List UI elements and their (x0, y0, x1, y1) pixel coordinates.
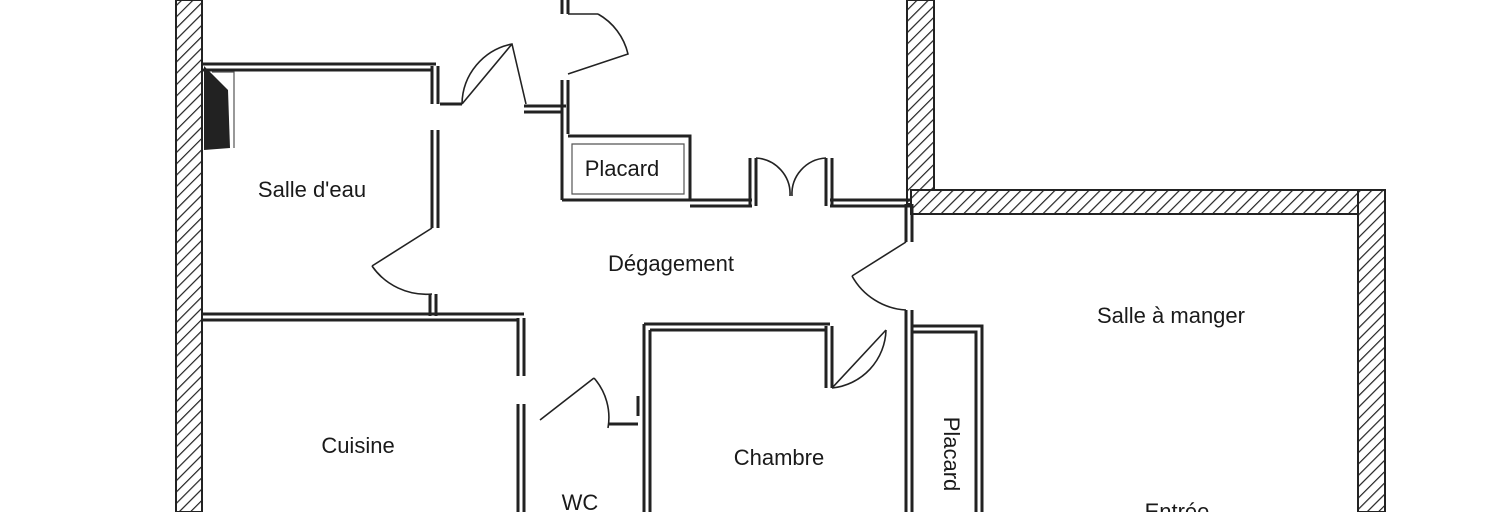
door-wc-arc (593, 377, 610, 429)
degagement-right-wall-lower (904, 310, 914, 336)
chambre-left-wall (642, 324, 652, 512)
label-cuisine: Cuisine (321, 433, 394, 458)
door-salle-deau (371, 227, 433, 267)
door-salle-deau-arc (371, 265, 433, 296)
doors (204, 13, 907, 429)
degagement-top-wall-right (830, 198, 910, 208)
label-degagement: Dégagement (608, 251, 734, 276)
exterior-walls (175, 0, 1386, 512)
chambre-top-door-jamb (824, 326, 834, 388)
upper-corridor-wall-segment (524, 104, 566, 114)
label-salle-deau: Salle d'eau (258, 177, 366, 202)
upper-corridor-right-wall (560, 80, 570, 200)
label-salle-a-manger: Salle à manger (1097, 303, 1245, 328)
left-exterior-wall (175, 0, 203, 512)
room-labels: Salle d'eau Placard Dégagement Salle à m… (258, 156, 1245, 512)
shower-corner-mark (204, 66, 230, 150)
cuisine-top-wall (202, 312, 524, 322)
double-door-right-arc (791, 157, 827, 197)
degagement-right-wall-upper (904, 204, 914, 242)
door-jamb-right (824, 158, 834, 206)
label-wc: WC (562, 490, 599, 512)
label-chambre: Chambre (734, 445, 824, 470)
cuisine-right-wall-upper (516, 318, 526, 376)
door-jamb-left (748, 158, 758, 206)
salle-deau-right-wall-bottom (428, 294, 438, 316)
label-entree: Entrée (1145, 499, 1210, 512)
door-chambre-arc (831, 329, 887, 389)
door-chambre (831, 329, 887, 389)
center-exterior-wall (906, 0, 935, 205)
top-right-exterior-wall (910, 189, 1386, 215)
salle-deau-top-wall (202, 62, 436, 72)
label-placard-right: Placard (939, 417, 964, 492)
right-exterior-wall (1357, 189, 1386, 512)
chambre-top-wall (644, 322, 830, 332)
placard-top-box (562, 134, 692, 202)
door-salle-a-manger (851, 241, 907, 277)
door-salle-a-manger-arc (851, 275, 907, 311)
salle-deau-right-wall-upper (430, 66, 440, 104)
salle-deau-right-wall-lower (430, 130, 440, 228)
door-upper-room-arc (567, 13, 629, 75)
cuisine-right-wall-lower (516, 404, 526, 512)
door-corridor-upper (461, 43, 513, 105)
upper-room-left-wall (560, 0, 570, 14)
double-door-left-arc (755, 157, 791, 197)
label-placard-top: Placard (585, 156, 660, 181)
degagement-top-wall (690, 198, 752, 208)
placard-right-box (912, 324, 984, 512)
placard-top-inner (571, 143, 685, 195)
interior-walls (202, 0, 984, 512)
shower-corner-line (212, 71, 235, 148)
door-wc (539, 377, 595, 421)
door-corridor-upper-arc (461, 43, 527, 105)
chambre-right-wall (904, 336, 914, 512)
